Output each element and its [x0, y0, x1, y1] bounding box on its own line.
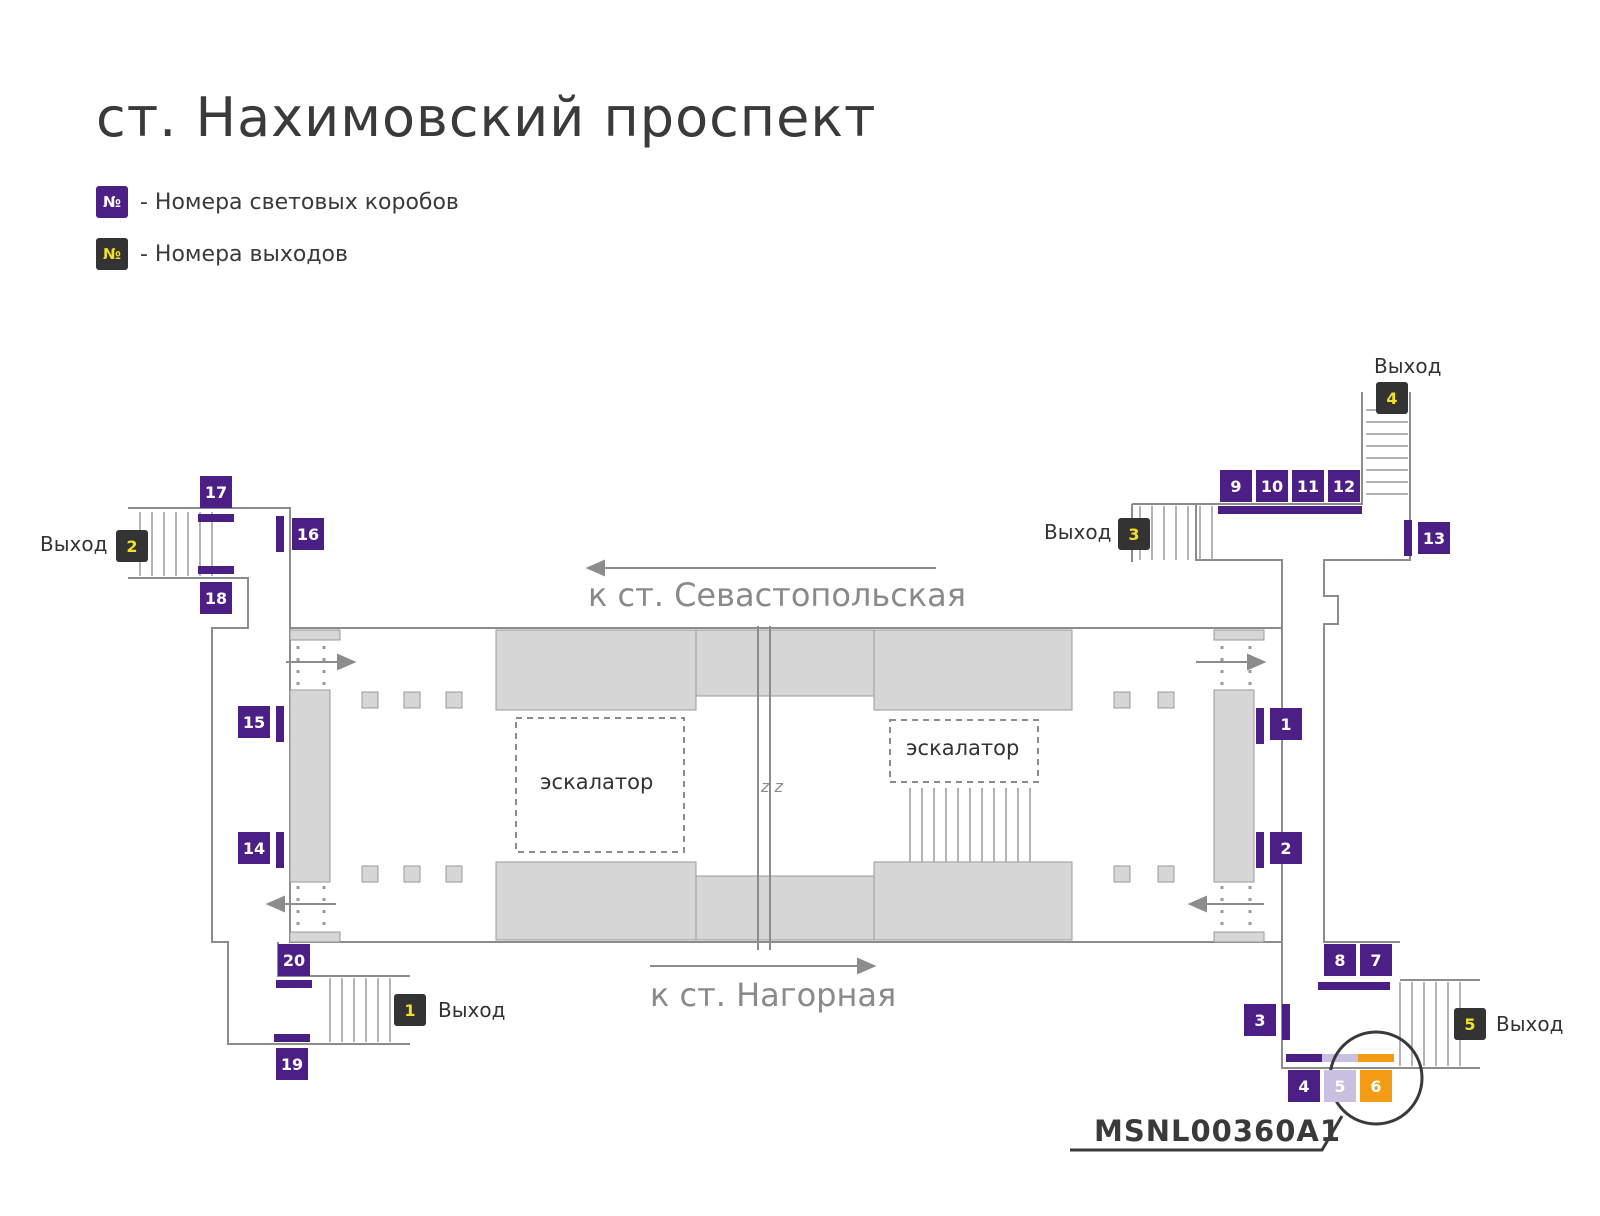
svg-text:5: 5: [1464, 1015, 1475, 1034]
escalator-label-left: эскалатор: [540, 770, 654, 794]
legend-lightbox: № - Номера световых коробов: [96, 186, 459, 218]
exit-4: 4: [1376, 382, 1408, 414]
svg-text:10: 10: [1261, 477, 1283, 496]
legend-exit: № - Номера выходов: [96, 238, 348, 270]
exit-3-label: Выход: [1044, 520, 1112, 544]
svg-text:2: 2: [1280, 839, 1291, 858]
exit-1-label: Выход: [438, 998, 506, 1022]
lightbox-6: 6: [1360, 1070, 1392, 1102]
legend-exit-label: - Номера выходов: [140, 241, 348, 267]
station-title: ст. Нахимовский проспект: [96, 86, 877, 149]
gap-lines: [757, 626, 771, 950]
svg-text:9: 9: [1230, 477, 1241, 496]
exit-4-label: Выход: [1374, 354, 1442, 378]
platform-blocks: [289, 629, 1265, 943]
lightbox-12: 12: [1328, 470, 1360, 502]
exit-markers: 1 2 3 4 5: [116, 382, 1486, 1040]
svg-text:7: 7: [1370, 951, 1381, 970]
stairs: [139, 409, 1461, 1066]
legend-exit-swatch: №: [96, 238, 128, 270]
direction-bottom: к ст. Нагорная: [650, 976, 897, 1014]
svg-text:3: 3: [1254, 1011, 1265, 1030]
svg-text:19: 19: [281, 1055, 303, 1074]
svg-text:20: 20: [283, 951, 305, 970]
svg-text:6: 6: [1370, 1077, 1381, 1096]
svg-text:15: 15: [243, 713, 265, 732]
svg-text:17: 17: [205, 483, 227, 502]
lightbox-17: 17: [200, 476, 232, 508]
svg-text:18: 18: [205, 589, 227, 608]
svg-text:16: 16: [297, 525, 319, 544]
exit-1: 1: [394, 994, 426, 1026]
svg-text:11: 11: [1297, 477, 1319, 496]
legend-lightbox-swatch: №: [96, 186, 128, 218]
lightbox-14: 14: [238, 832, 270, 864]
lightbox-19: 19: [276, 1048, 308, 1080]
svg-text:1: 1: [404, 1001, 415, 1020]
lightbox-20: 20: [278, 944, 310, 976]
escalator-outlines: [515, 717, 1039, 853]
lightbox-3: 3: [1244, 1004, 1276, 1036]
lightbox-16: 16: [292, 518, 324, 550]
svg-text:5: 5: [1334, 1077, 1345, 1096]
svg-text:4: 4: [1298, 1077, 1309, 1096]
legend-lightbox-label: - Номера световых коробов: [140, 189, 459, 215]
lightbox-15: 15: [238, 706, 270, 738]
svg-text:2: 2: [126, 537, 137, 556]
callout-line: [1070, 1115, 1344, 1152]
svg-text:4: 4: [1386, 389, 1397, 408]
lightbox-bars: [198, 506, 1412, 1062]
lightbox-10: 10: [1256, 470, 1288, 502]
lightbox-code: MSNL00360A1: [1094, 1114, 1342, 1148]
gap-mark: z z: [760, 777, 783, 796]
svg-text:8: 8: [1334, 951, 1345, 970]
lightbox-2: 2: [1270, 832, 1302, 864]
lightbox-markers: 1 2 3 4 5 6 7 8 9 10 11 12 13 14 15 16 1…: [200, 470, 1450, 1102]
lightbox-bar-5: [1322, 1054, 1358, 1062]
svg-text:3: 3: [1128, 525, 1139, 544]
exit-2-label: Выход: [40, 532, 108, 556]
lightbox-5: 5: [1324, 1070, 1356, 1102]
lightbox-11: 11: [1292, 470, 1324, 502]
direction-arrows: [265, 559, 1267, 975]
exit-5: 5: [1454, 1008, 1486, 1040]
lightbox-8: 8: [1324, 944, 1356, 976]
lightbox-18: 18: [200, 582, 232, 614]
exit-3: 3: [1118, 518, 1150, 550]
svg-text:12: 12: [1333, 477, 1355, 496]
exit-5-label: Выход: [1496, 1012, 1564, 1036]
svg-text:1: 1: [1280, 715, 1291, 734]
lightbox-9: 9: [1220, 470, 1252, 502]
lightbox-1: 1: [1270, 708, 1302, 740]
lightbox-bar-6: [1358, 1054, 1394, 1062]
exit-2: 2: [116, 530, 148, 562]
lightbox-4: 4: [1288, 1070, 1320, 1102]
lightbox-7: 7: [1360, 944, 1392, 976]
lightbox-13: 13: [1418, 522, 1450, 554]
svg-text:14: 14: [243, 839, 265, 858]
direction-top: к ст. Севастопольская: [588, 576, 966, 614]
escalator-label-right: эскалатор: [906, 736, 1020, 760]
svg-text:13: 13: [1423, 529, 1445, 548]
